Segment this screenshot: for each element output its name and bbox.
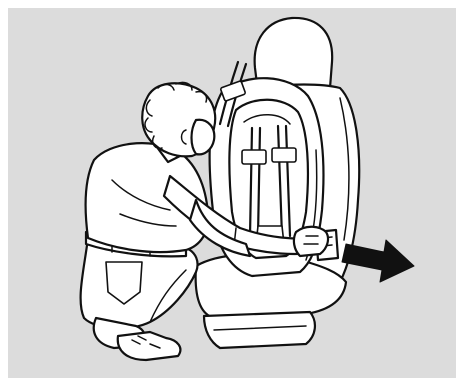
harness-clip-right <box>272 148 296 162</box>
parent-face <box>192 120 215 155</box>
arrow-shape <box>342 240 414 282</box>
illustration-panel <box>8 8 456 378</box>
parent-shoe-front <box>118 332 181 360</box>
harness-clip-left <box>242 150 266 164</box>
child-seat-removal-illustration <box>8 8 456 378</box>
parent-hand <box>294 227 328 256</box>
direction-arrow <box>342 240 414 282</box>
